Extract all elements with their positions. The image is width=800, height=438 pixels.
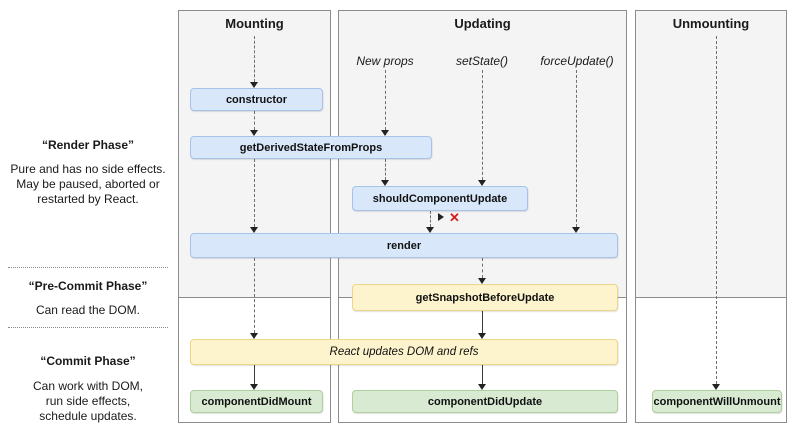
arrowhead-reactupdates-mounting bbox=[250, 333, 258, 339]
arrowhead-didupdate bbox=[478, 384, 486, 390]
line-reactupdates-to-didupdate bbox=[482, 365, 483, 384]
line-reactupdates-to-didmount bbox=[254, 365, 255, 384]
react-updates-dom-box: React updates DOM and refs bbox=[190, 339, 618, 365]
line-getsnapshot-to-reactupdates bbox=[482, 311, 483, 333]
line-mounting-to-constructor bbox=[254, 36, 255, 82]
line-constructor-to-getderivedstate bbox=[254, 111, 255, 130]
line-setstate-to-shouldupdate bbox=[482, 70, 483, 180]
arrowhead-shouldupdate-newprops bbox=[381, 180, 389, 186]
component-will-unmount-box[interactable]: componentWillUnmount bbox=[652, 390, 782, 413]
render-box[interactable]: render bbox=[190, 233, 618, 258]
commit-phase-title: “Commit Phase” bbox=[40, 354, 136, 368]
arrowhead-getsnapshot bbox=[478, 278, 486, 284]
line-render-to-reactupdates-mounting bbox=[254, 258, 255, 333]
line-forceupdate-to-render bbox=[576, 70, 577, 227]
pre-commit-phase-description: Can read the DOM. bbox=[35, 303, 141, 317]
line-shouldupdate-to-render bbox=[430, 211, 431, 227]
line-getderivedstate-to-shouldupdate bbox=[385, 159, 386, 180]
halt-x-icon: ✕ bbox=[449, 210, 460, 225]
arrowhead-shouldupdate-setstate bbox=[478, 180, 486, 186]
should-component-update-box[interactable]: shouldComponentUpdate bbox=[352, 186, 528, 211]
component-did-mount-box[interactable]: componentDidMount bbox=[190, 390, 323, 413]
constructor-box[interactable]: constructor bbox=[190, 88, 323, 111]
component-did-update-box[interactable]: componentDidUpdate bbox=[352, 390, 618, 413]
unmounting-column-render-phase-panel bbox=[635, 10, 787, 298]
trigger-force-update: forceUpdate() bbox=[540, 54, 614, 68]
unmounting-column-title: Unmounting bbox=[672, 16, 750, 31]
mounting-column-title: Mounting bbox=[225, 16, 284, 31]
halt-branch-arrow-icon bbox=[438, 213, 444, 221]
render-phase-title: “Render Phase” bbox=[41, 138, 135, 152]
arrowhead-getderivedstate-newprops bbox=[381, 130, 389, 136]
arrowhead-getderivedstate-mounting bbox=[250, 130, 258, 136]
line-unmounting-to-willunmount bbox=[716, 36, 717, 384]
get-derived-state-from-props-box[interactable]: getDerivedStateFromProps bbox=[190, 136, 432, 159]
line-render-to-getsnapshot bbox=[482, 258, 483, 278]
render-phase-description: Pure and has no side effects. May be pau… bbox=[10, 162, 166, 206]
arrowhead-render-forceupdate bbox=[572, 227, 580, 233]
updating-column-title: Updating bbox=[454, 16, 511, 31]
line-getderivedstate-to-render bbox=[254, 159, 255, 227]
arrowhead-constructor bbox=[250, 82, 258, 88]
pre-commit-phase-title: “Pre-Commit Phase” bbox=[28, 279, 148, 293]
phase-divider-1 bbox=[8, 267, 168, 268]
line-newprops-to-getderivedstate bbox=[385, 70, 386, 130]
arrowhead-didmount bbox=[250, 384, 258, 390]
arrowhead-render-mounting bbox=[250, 227, 258, 233]
arrowhead-reactupdates-updating bbox=[478, 333, 486, 339]
phase-divider-2 bbox=[8, 327, 168, 328]
commit-phase-description: Can work with DOM, run side effects, sch… bbox=[32, 379, 144, 423]
trigger-set-state: setState() bbox=[455, 54, 509, 68]
arrowhead-render-shouldupdate bbox=[426, 227, 434, 233]
trigger-new-props: New props bbox=[356, 54, 414, 68]
get-snapshot-before-update-box[interactable]: getSnapshotBeforeUpdate bbox=[352, 284, 618, 311]
arrowhead-willunmount bbox=[712, 384, 720, 390]
